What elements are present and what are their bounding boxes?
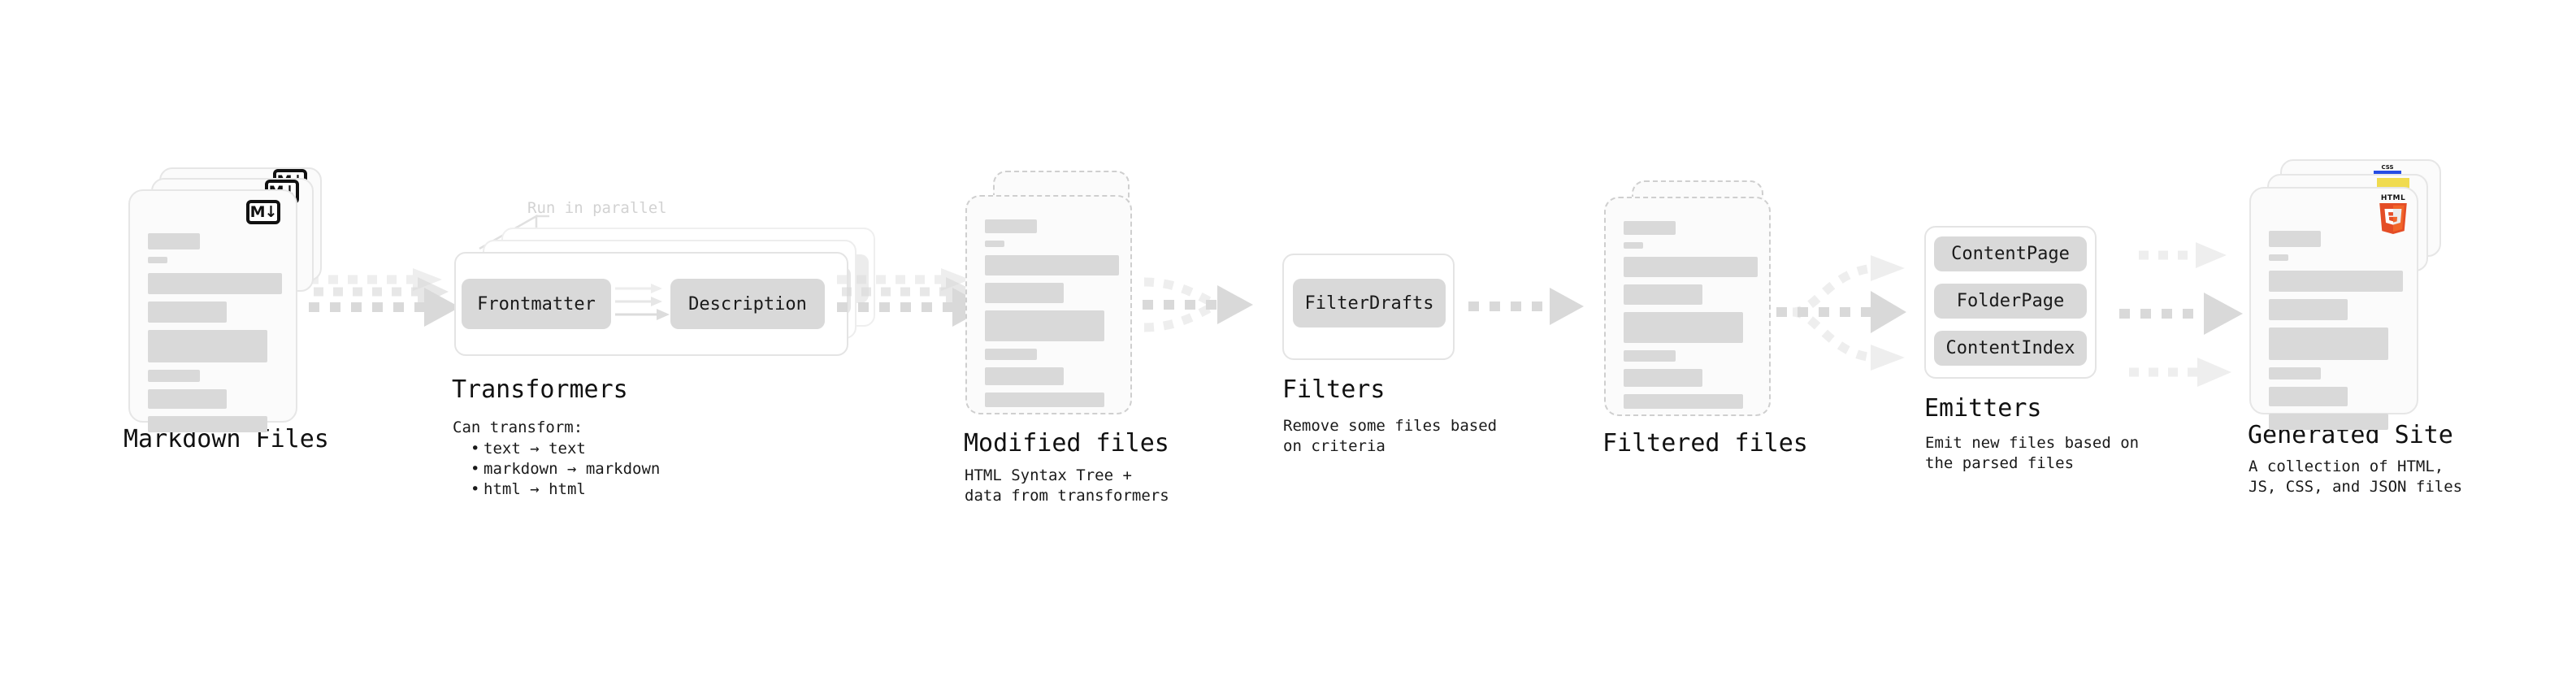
- js-icon: [2377, 178, 2409, 189]
- skeleton-bar: [1624, 242, 1643, 249]
- modified-file-skeleton: [985, 219, 1119, 414]
- html5-shield-icon: [2379, 203, 2407, 234]
- transformers-bullet-item: text → text: [484, 439, 660, 459]
- css-icon: CSS: [2374, 164, 2401, 174]
- skeleton-bar: [1624, 350, 1676, 362]
- transformers-bullet-item: html → html: [484, 479, 660, 500]
- skeleton-bar: [985, 255, 1119, 275]
- skeleton-bar: [148, 389, 227, 409]
- filters-caption: Remove some files based on criteria: [1283, 417, 1498, 455]
- markdown-file-skeleton: [148, 233, 282, 440]
- skeleton-bar: [2269, 254, 2288, 261]
- html5-icon: HTML: [2377, 194, 2409, 238]
- skeleton-bar: [148, 416, 267, 432]
- generated-file-card-html: [2249, 187, 2418, 430]
- emitter-chip-folderpage[interactable]: FolderPage: [1934, 284, 2087, 319]
- transformers-caption-head: Can transform:: [453, 419, 583, 436]
- filtered-file-skeleton: [1624, 221, 1758, 416]
- skeleton-bar: [2269, 414, 2388, 430]
- skeleton-bar: [2269, 231, 2321, 247]
- html5-icon-label: HTML: [2380, 194, 2406, 202]
- skeleton-bar: [985, 283, 1064, 303]
- markdown-icon: M↓: [246, 200, 280, 224]
- modified-file-card-front: [965, 195, 1132, 414]
- generated-file-skeleton: [2269, 231, 2403, 437]
- skeleton-bar: [148, 301, 227, 323]
- skeleton-bar: [985, 393, 1104, 407]
- transformers-bullet-list: text → text markdown → markdown html → h…: [467, 439, 660, 500]
- transformer-inner-arrows: [615, 284, 670, 320]
- connector-emitters-to-site: [2119, 242, 2243, 387]
- emitter-chip-contentpage[interactable]: ContentPage: [1934, 236, 2087, 271]
- css-icon-bar: [2374, 171, 2401, 174]
- skeleton-bar: [148, 330, 267, 362]
- skeleton-bar: [148, 370, 200, 382]
- skeleton-bar: [2269, 367, 2321, 380]
- connector-md-to-transformers: [309, 268, 460, 327]
- skeleton-bar: [2269, 271, 2403, 292]
- skeleton-bar: [2269, 327, 2388, 360]
- emitters-caption: Emit new files based on the parsed files: [1925, 434, 2140, 472]
- filter-chip-filterdrafts[interactable]: FilterDrafts: [1293, 279, 1446, 327]
- skeleton-bar: [148, 233, 200, 249]
- stage-title-filtered-files: Filtered files: [1602, 429, 1808, 458]
- skeleton-bar: [985, 367, 1064, 385]
- connector-modified-to-filters: [1143, 277, 1253, 332]
- skeleton-bar: [2269, 299, 2348, 320]
- transformer-chip-frontmatter[interactable]: Frontmatter: [462, 279, 611, 329]
- stage-title-filters: Filters: [1282, 375, 1386, 404]
- skeleton-bar: [1624, 284, 1702, 305]
- skeleton-bar: [1624, 369, 1702, 387]
- modified-files-caption: HTML Syntax Tree + data from transformer…: [965, 466, 1169, 505]
- skeleton-bar: [985, 219, 1037, 233]
- skeleton-bar: [2269, 387, 2348, 406]
- skeleton-bar: [985, 310, 1104, 341]
- connector-filtered-to-emitters: [1776, 255, 1906, 371]
- skeleton-bar: [148, 273, 282, 294]
- stage-title-transformers: Transformers: [452, 375, 628, 404]
- connector-filters-to-filtered: [1468, 288, 1584, 325]
- skeleton-bar: [985, 349, 1037, 360]
- skeleton-bar: [985, 241, 1004, 247]
- stage-title-emitters: Emitters: [1924, 394, 2042, 423]
- generated-site-caption: A collection of HTML, JS, CSS, and JSON …: [2249, 458, 2463, 496]
- transformers-bullet-item: markdown → markdown: [484, 459, 660, 479]
- css-icon-label: CSS: [2381, 164, 2394, 171]
- run-in-parallel-label: Run in parallel: [527, 199, 667, 217]
- markdown-file-card-front: [128, 189, 297, 432]
- skeleton-bar: [1624, 312, 1743, 343]
- skeleton-bar: [148, 257, 167, 263]
- filtered-file-card-front: [1604, 197, 1771, 416]
- skeleton-bar: [1624, 257, 1758, 277]
- emitter-chip-contentindex[interactable]: ContentIndex: [1934, 331, 2087, 366]
- stage-title-modified-files: Modified files: [964, 429, 1169, 458]
- skeleton-bar: [1624, 221, 1676, 235]
- skeleton-bar: [1624, 394, 1743, 409]
- transformer-chip-description[interactable]: Description: [670, 279, 825, 329]
